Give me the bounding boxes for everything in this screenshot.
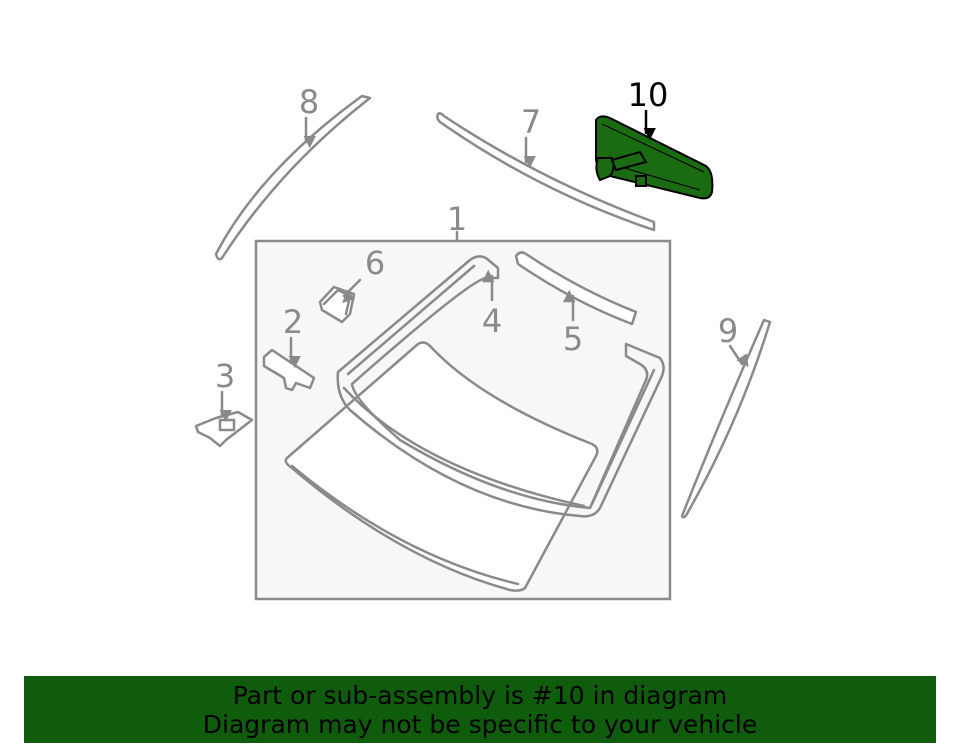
part-8-molding [214, 94, 372, 261]
part-7-molding [436, 112, 656, 232]
callout-5[interactable]: 5 [563, 320, 583, 358]
banner-line-1: Part or sub-assembly is #10 in diagram [232, 681, 728, 710]
callout-4[interactable]: 4 [482, 302, 502, 340]
callout-7[interactable]: 7 [521, 103, 541, 141]
rearview-mirror-highlighted[interactable] [595, 115, 714, 200]
callout-9[interactable]: 9 [718, 312, 738, 350]
callout-8[interactable]: 8 [299, 83, 319, 121]
callout-3[interactable]: 3 [215, 357, 235, 395]
callout-2[interactable]: 2 [283, 303, 303, 341]
info-banner: Part or sub-assembly is #10 in diagram D… [24, 676, 936, 743]
banner-line-2: Diagram may not be specific to your vehi… [202, 710, 758, 739]
callout-1[interactable]: 1 [447, 200, 467, 238]
callout-6[interactable]: 6 [365, 244, 385, 282]
part-5-strip [514, 251, 638, 326]
windshield-molding [336, 255, 665, 518]
callout-10[interactable]: 10 [628, 76, 669, 114]
part-9-molding [680, 318, 772, 519]
